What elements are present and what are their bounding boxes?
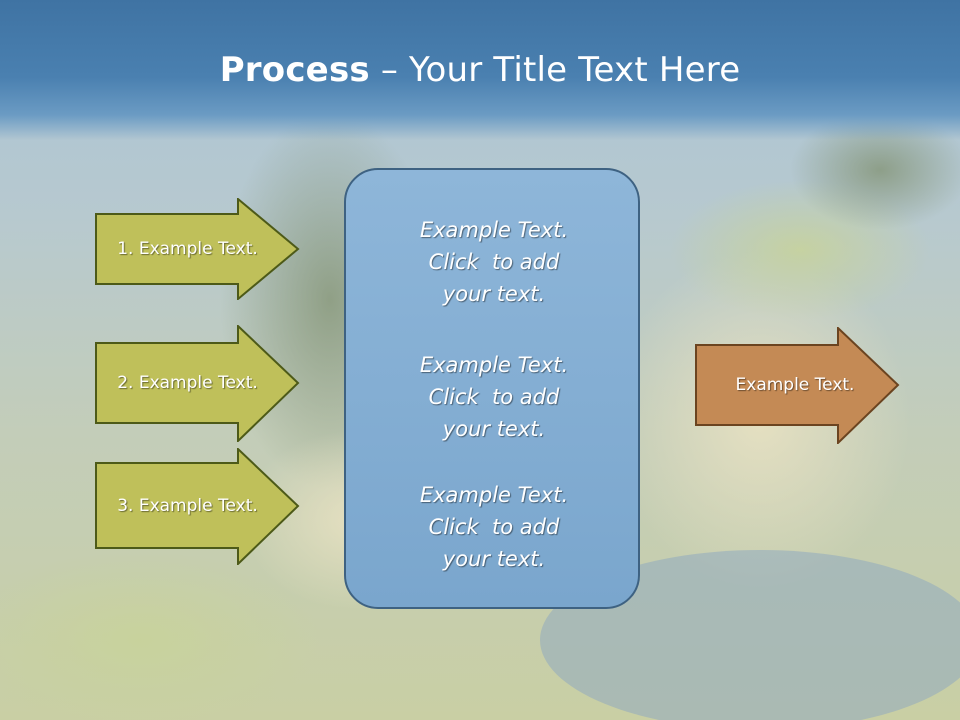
left-arrow-2-label: 2. Example Text. bbox=[117, 373, 258, 393]
left-arrow-1[interactable]: 1. Example Text. bbox=[95, 198, 300, 300]
center-block-3-line-1: Example Text. bbox=[419, 483, 569, 507]
title-rest: – Your Title Text Here bbox=[369, 50, 741, 90]
center-block-3-line-3: your text. bbox=[442, 547, 546, 571]
page-title: Process – Your Title Text Here bbox=[0, 50, 960, 90]
left-arrow-1-label: 1. Example Text. bbox=[117, 239, 258, 259]
center-block-3: Example Text. Click to add your text. bbox=[346, 479, 642, 575]
title-band bbox=[0, 0, 960, 140]
right-arrow-label: Example Text. bbox=[735, 375, 855, 395]
center-block-1-line-3: your text. bbox=[442, 282, 546, 306]
left-arrow-3-label: 3. Example Text. bbox=[117, 495, 258, 516]
center-block-2-line-2: Click to add bbox=[428, 385, 560, 409]
center-block-2: Example Text. Click to add your text. bbox=[346, 349, 642, 445]
left-arrow-2[interactable]: 2. Example Text. bbox=[95, 325, 300, 442]
center-block-2-line-1: Example Text. bbox=[419, 353, 569, 377]
right-arrow[interactable]: Example Text. bbox=[695, 327, 900, 444]
title-bold: Process bbox=[219, 50, 370, 90]
left-arrow-3[interactable]: 3. Example Text. bbox=[95, 448, 300, 565]
center-block-1: Example Text. Click to add your text. bbox=[346, 214, 642, 310]
center-block-1-line-1: Example Text. bbox=[419, 218, 569, 242]
center-block-3-line-2: Click to add bbox=[428, 515, 560, 539]
center-block-1-line-2: Click to add bbox=[428, 250, 560, 274]
center-block-2-line-3: your text. bbox=[442, 417, 546, 441]
center-text-box[interactable]: Example Text. Click to add your text. Ex… bbox=[344, 168, 640, 609]
